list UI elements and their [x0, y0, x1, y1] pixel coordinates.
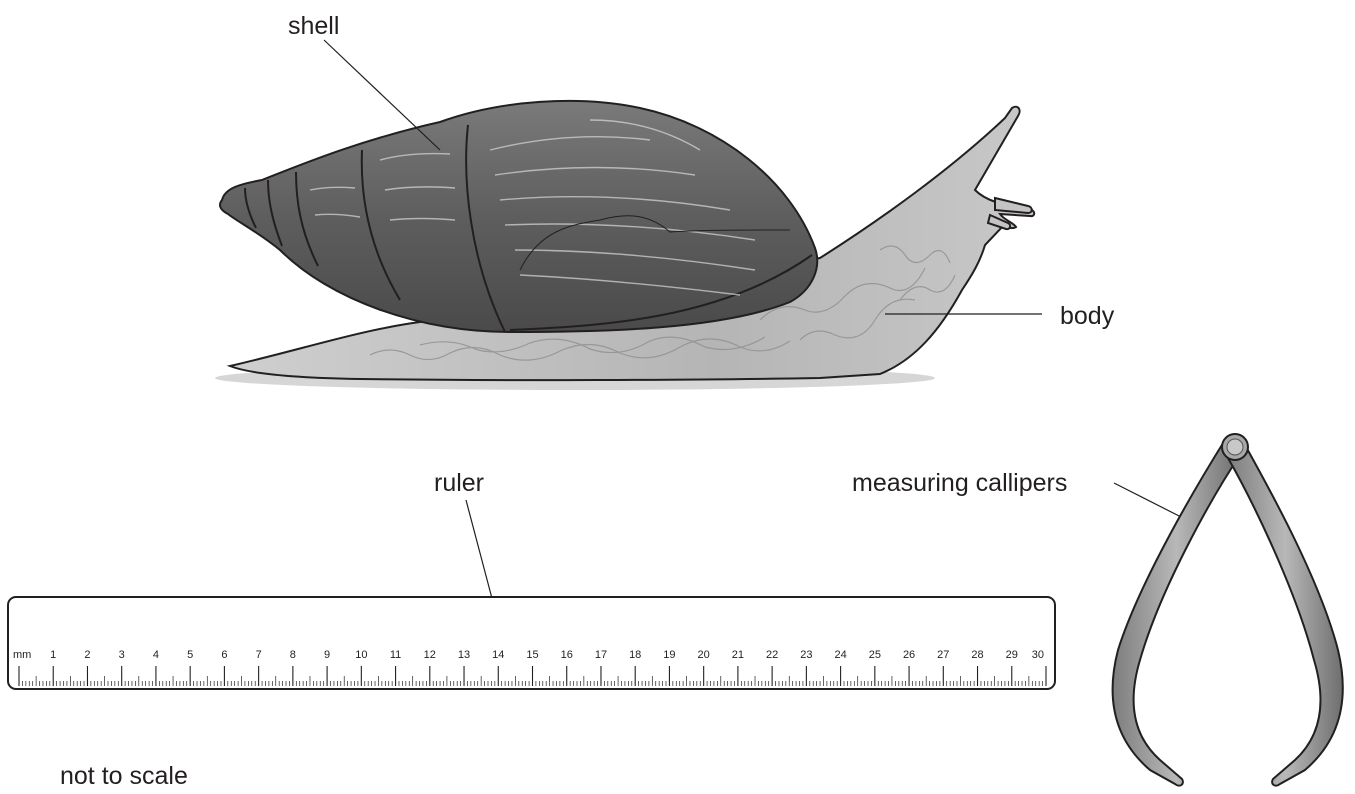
ruler-number-label: 9 — [324, 649, 330, 661]
callipers-leader-line — [1114, 483, 1187, 520]
ruler-number-label: 29 — [1006, 649, 1018, 661]
ruler-number-label: 25 — [869, 649, 881, 661]
callipers-label: measuring callipers — [852, 469, 1067, 497]
ruler-number-label: 17 — [595, 649, 607, 661]
ruler-number-label: 20 — [698, 649, 710, 661]
ruler-number-label: 8 — [290, 649, 296, 661]
ruler-label: ruler — [434, 469, 484, 497]
snail-illustration — [215, 101, 1034, 390]
ruler-number-label: 24 — [834, 649, 846, 661]
ruler-number-label: 18 — [629, 649, 641, 661]
ruler-number-label: 27 — [937, 649, 949, 661]
ruler-number-label: 26 — [903, 649, 915, 661]
ruler-number-label: 23 — [800, 649, 812, 661]
ruler-number-label: 2 — [84, 649, 90, 661]
ruler-number-label: 1 — [50, 649, 56, 661]
body-label: body — [1060, 302, 1115, 330]
ruler-number-label: 16 — [561, 649, 573, 661]
ruler-outline — [8, 597, 1055, 689]
ruler-number-label: 5 — [187, 649, 193, 661]
ruler-number-label: 21 — [732, 649, 744, 661]
measuring-callipers — [1113, 434, 1343, 786]
ruler-number-label: 12 — [424, 649, 436, 661]
callipers-right-leg — [1228, 445, 1343, 786]
ruler-unit-label: mm — [13, 649, 31, 661]
ruler-number-label: 10 — [355, 649, 367, 661]
ruler-number-label: 30 — [1032, 649, 1044, 661]
shell-leader-line — [324, 40, 440, 150]
ruler-number-label: 4 — [153, 649, 159, 661]
ruler-number-label: 19 — [663, 649, 675, 661]
ruler-number-label: 14 — [492, 649, 504, 661]
not-to-scale-note: not to scale — [60, 762, 188, 790]
ruler-number-label: 22 — [766, 649, 778, 661]
ruler-leader-line — [466, 500, 494, 606]
callipers-pivot-inner — [1227, 439, 1243, 455]
ruler-number-label: 13 — [458, 649, 470, 661]
shell-label: shell — [288, 12, 339, 40]
ruler-number-label: 28 — [971, 649, 983, 661]
ruler-number-label: 15 — [526, 649, 538, 661]
ruler-number-label: 7 — [256, 649, 262, 661]
ruler-number-label: 11 — [390, 649, 401, 661]
ruler-number-label: 6 — [221, 649, 227, 661]
ruler-number-label: 3 — [119, 649, 125, 661]
